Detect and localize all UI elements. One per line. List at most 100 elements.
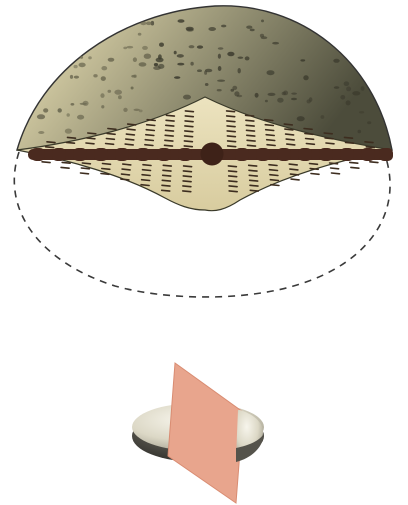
stripe-mark [250, 180, 258, 181]
dome-spot [178, 19, 185, 23]
dome-spot [138, 33, 142, 36]
dome-spot [361, 86, 365, 90]
dome-spot [197, 45, 203, 48]
dome-spot [131, 87, 134, 90]
stripe-mark [227, 131, 235, 132]
stripe-mark [185, 136, 193, 137]
stripe-mark [366, 147, 374, 148]
stripe-mark [306, 144, 314, 145]
band-bead [136, 148, 150, 161]
stripe-mark [147, 125, 155, 126]
dome-spot [177, 54, 184, 58]
dome-spot [88, 56, 92, 59]
stripe-mark [227, 116, 235, 117]
dome-spot [309, 97, 313, 102]
dome-spot [139, 110, 143, 113]
dome-spot [123, 47, 127, 50]
stripe-mark [106, 144, 114, 145]
dome-spot [37, 114, 45, 119]
dome-spot [65, 129, 72, 134]
dome-spot [272, 42, 279, 45]
stripe-mark [247, 140, 255, 141]
dome-spot [217, 89, 222, 91]
dome-spot [250, 29, 255, 32]
dome-spot [158, 64, 164, 69]
dome-spot [83, 101, 89, 106]
dome-spot [352, 91, 360, 95]
stripe-mark [88, 133, 96, 134]
dome-spot [190, 62, 193, 66]
stripe-mark [346, 142, 354, 143]
stripe-mark [270, 170, 278, 171]
stripe-mark [46, 147, 54, 148]
stripe-mark [123, 164, 131, 165]
stripe-mark [145, 140, 153, 141]
stripe-mark [183, 186, 191, 187]
stripe-mark [227, 111, 235, 112]
band-bead [31, 148, 45, 161]
stripe-mark [227, 126, 235, 127]
dome-spot [183, 95, 191, 100]
stripe-mark [345, 137, 353, 138]
dome-spot [231, 89, 235, 92]
stripe-mark [228, 166, 236, 167]
stripe-mark [166, 125, 174, 126]
dome-spot [159, 43, 164, 47]
stripe-mark [266, 130, 274, 131]
stripe-mark [285, 129, 293, 130]
stripe-mark [304, 129, 312, 130]
dome-spot [367, 121, 371, 124]
stripe-mark [42, 162, 50, 163]
band-bead [256, 148, 270, 161]
stripe-mark [267, 140, 275, 141]
dome-spot [227, 52, 234, 57]
stripe-mark [81, 173, 89, 174]
stripe-mark [141, 185, 149, 186]
stripe-mark [326, 143, 334, 144]
dome-spot [58, 108, 62, 112]
stripe-mark [290, 169, 298, 170]
band-bead [298, 148, 312, 161]
dome-spot [291, 93, 297, 95]
dome-spot [80, 56, 83, 59]
dome-spot [334, 86, 339, 89]
band-bead [178, 148, 192, 161]
dome-spot [283, 91, 288, 96]
stripe-mark [310, 164, 318, 165]
stripe-mark [146, 130, 154, 131]
band-bead [52, 148, 66, 161]
band-bead [319, 148, 333, 161]
dome-spot [108, 90, 112, 93]
dome-spot [189, 45, 195, 48]
dome-spot [297, 116, 305, 121]
stripe-mark [184, 166, 192, 167]
stripe-mark [102, 169, 110, 170]
stripe-mark [249, 170, 257, 171]
dome-spot [131, 75, 136, 78]
stripe-mark [306, 139, 314, 140]
dome-spot [277, 98, 283, 103]
stripe-mark [229, 171, 237, 172]
dome-spot [101, 66, 107, 70]
stripe-mark [365, 142, 373, 143]
stripe-mark [107, 134, 115, 135]
dome-spot [261, 20, 264, 23]
stripe-mark [47, 142, 55, 143]
stripe-mark [108, 129, 116, 130]
stripe-mark [350, 162, 358, 163]
stripe-mark [165, 140, 173, 141]
stripe-mark [227, 121, 235, 122]
stripe-mark [162, 180, 170, 181]
stripe-mark [247, 135, 255, 136]
dome-spot [133, 57, 137, 62]
dome-spot [197, 69, 202, 72]
band-bead [157, 148, 171, 161]
stripe-mark [125, 144, 133, 145]
dome-spot [261, 36, 268, 39]
stripe-mark [183, 191, 191, 192]
stripe-mark [163, 165, 171, 166]
cutting-plane [168, 363, 243, 503]
band-bead [379, 148, 393, 161]
stripe-mark [126, 139, 134, 140]
